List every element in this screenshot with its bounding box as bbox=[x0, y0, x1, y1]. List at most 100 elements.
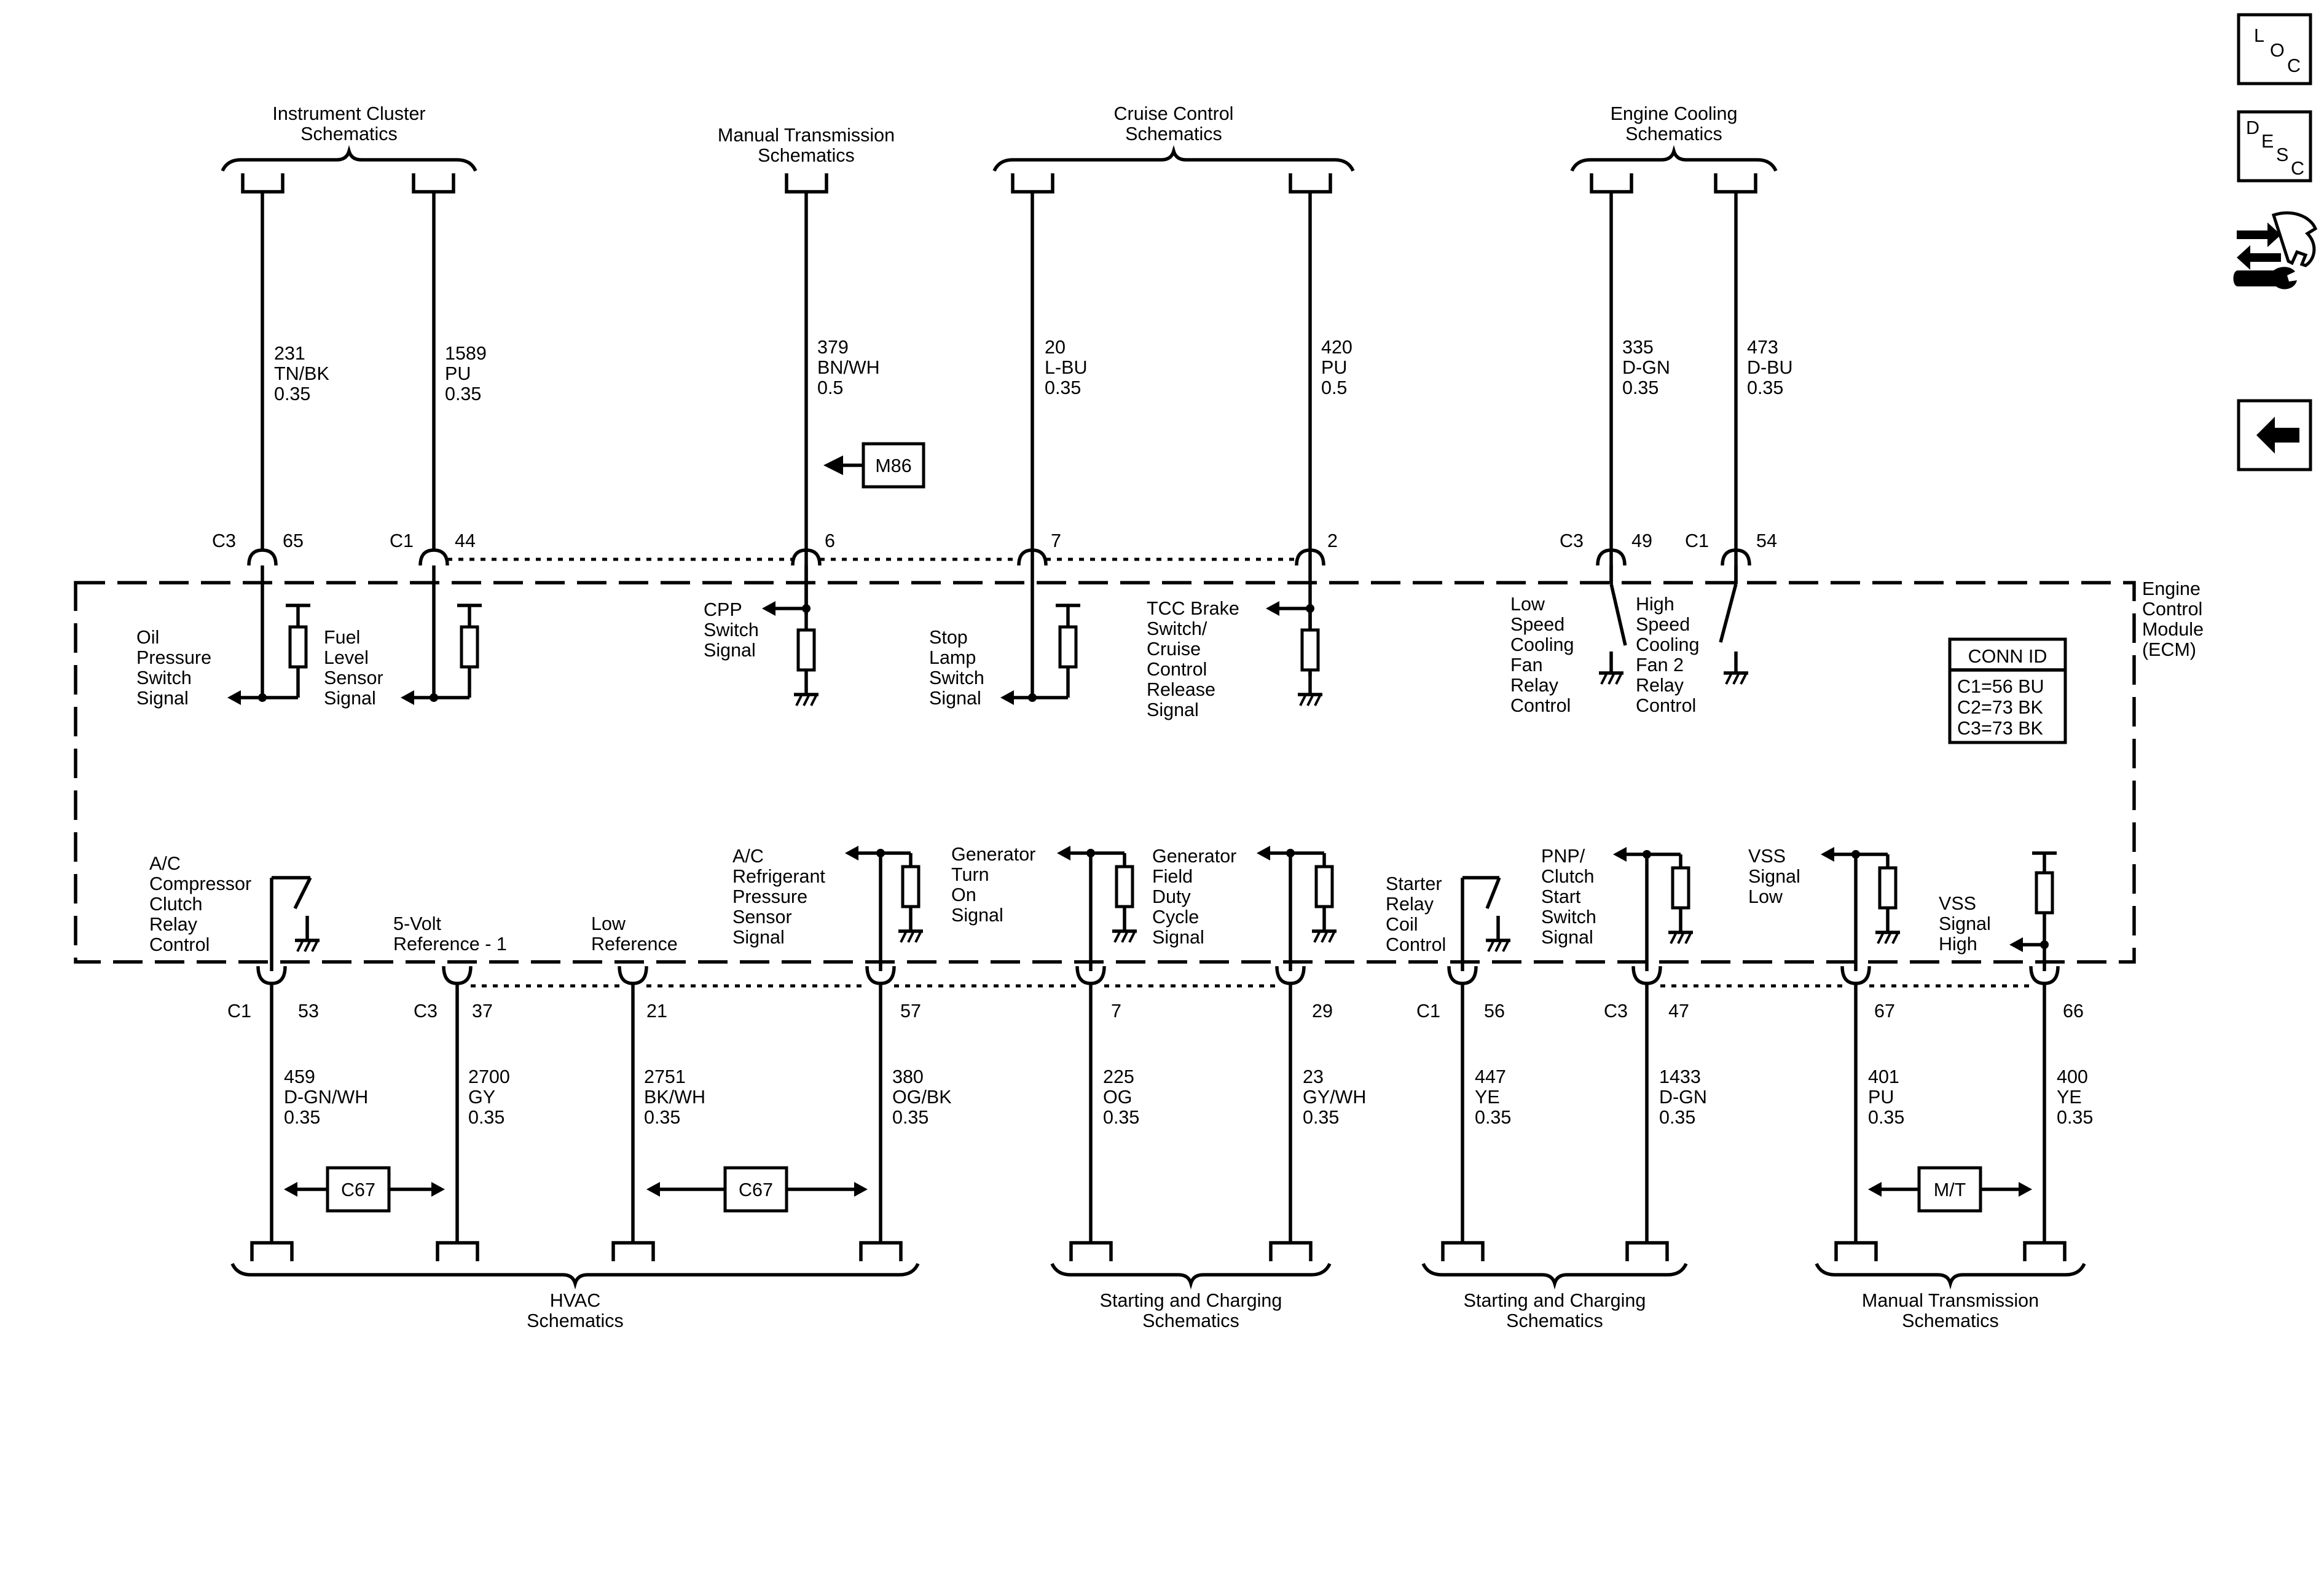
signal-label-line: Coil bbox=[1386, 914, 1418, 935]
signal-label-line: Control bbox=[149, 934, 210, 955]
signal-label-line: Level bbox=[324, 647, 369, 668]
desc-button[interactable]: D E S C bbox=[2237, 110, 2312, 183]
pin-number: 29 bbox=[1312, 1001, 1333, 1022]
circuit-number: 400 bbox=[2057, 1066, 2088, 1087]
conn-id-row: C3=73 BK bbox=[1957, 718, 2043, 739]
wire-gauge: 0.35 bbox=[1103, 1107, 1139, 1128]
loc-button[interactable]: L O C bbox=[2237, 13, 2312, 85]
conn-id-row: C1=56 BU bbox=[1957, 676, 2044, 697]
circuit-generator-field: Generator Field Duty Cycle Signal bbox=[1152, 846, 1337, 971]
signal-label-line: Low bbox=[1510, 594, 1545, 615]
pin-number: 66 bbox=[2063, 1001, 2084, 1022]
wire-label-1433: 1433 D-GN 0.35 bbox=[1659, 1066, 1707, 1128]
circuit-high-speed-fan: High Speed Cooling Fan 2 Relay Control bbox=[1636, 565, 1748, 716]
signal-label-line: Stop bbox=[929, 627, 968, 648]
signal-label-line: Pressure bbox=[136, 647, 211, 668]
wire-gauge: 0.35 bbox=[1747, 377, 1783, 398]
connector-id: C1 bbox=[227, 1001, 251, 1022]
option-box-m86[interactable]: M86 bbox=[823, 442, 925, 489]
bottom-group-line: Schematics bbox=[527, 1310, 624, 1331]
wire-label-23: 23 GY/WH 0.35 bbox=[1303, 1066, 1366, 1128]
signal-label-line: Low bbox=[591, 913, 626, 934]
bottom-group-manual-transmission[interactable]: Manual Transmission Schematics bbox=[1815, 1262, 2086, 1331]
bottom-group-line: Starting and Charging bbox=[1100, 1290, 1282, 1311]
top-group-engine-cooling[interactable]: Engine Cooling Schematics bbox=[1570, 103, 1778, 172]
wrench-arrows-icon[interactable] bbox=[2233, 211, 2318, 289]
circuit-number: 2700 bbox=[468, 1066, 510, 1087]
bottom-group-hvac[interactable]: HVAC Schematics bbox=[230, 1262, 920, 1331]
bottom-group-starting-charging-1[interactable]: Starting and Charging Schematics bbox=[1050, 1262, 1332, 1331]
signal-label-line: Switch bbox=[136, 667, 192, 688]
wire-color: BN/WH bbox=[817, 357, 880, 378]
circuit-tcc-brake: TCC Brake Switch/ Cruise Control Release… bbox=[1147, 598, 1322, 720]
signal-label-line: Generator bbox=[1152, 846, 1236, 867]
pin-number: 65 bbox=[283, 530, 304, 551]
top-group-instrument-cluster[interactable]: Instrument Cluster Schematics bbox=[221, 103, 477, 172]
circuit-ac-compressor-relay: A/C Compressor Clutch Relay Control bbox=[149, 853, 320, 971]
pin-number: 21 bbox=[646, 1001, 667, 1022]
wire-gauge: 0.35 bbox=[644, 1107, 680, 1128]
signal-label-line: Signal bbox=[1748, 866, 1800, 887]
signal-label-line: Starter bbox=[1386, 873, 1442, 894]
connector-id: C3 bbox=[414, 1001, 438, 1022]
signal-label-line: Cruise bbox=[1147, 639, 1201, 660]
circuit-number: 2751 bbox=[644, 1066, 686, 1087]
circuit-number: 473 bbox=[1747, 337, 1778, 358]
pin-number: 49 bbox=[1631, 530, 1652, 551]
signal-label-line: Lamp bbox=[929, 647, 976, 668]
circuit-ac-refrigerant-pressure: A/C Refrigerant Pressure Sensor Signal bbox=[732, 846, 923, 971]
signal-label-line: Signal bbox=[136, 688, 189, 709]
signal-label-line: Oil bbox=[136, 627, 159, 648]
top-group-cruise-control[interactable]: Cruise Control Schematics bbox=[992, 103, 1355, 172]
circuit-vss-low: VSS Signal Low bbox=[1748, 846, 1900, 971]
signal-label-line: Signal bbox=[732, 927, 785, 948]
desc-letter-s: S bbox=[2276, 144, 2288, 165]
option-box-mt[interactable]: M/T bbox=[1868, 1166, 2032, 1213]
top-group-manual-transmission[interactable]: Manual Transmission Schematics bbox=[718, 125, 895, 166]
signal-label-line: High bbox=[1636, 594, 1674, 615]
signal-label-line: Control bbox=[1147, 659, 1207, 680]
signal-label-line: Signal bbox=[324, 688, 376, 709]
signal-label-line: Relay bbox=[149, 914, 198, 935]
bottom-group-line: Schematics bbox=[1506, 1310, 1603, 1331]
bottom-group-starting-charging-2[interactable]: Starting and Charging Schematics bbox=[1421, 1262, 1688, 1331]
signal-label-line: CPP bbox=[704, 599, 742, 620]
circuit-number: 1433 bbox=[1659, 1066, 1701, 1087]
signal-label-line: Relay bbox=[1386, 894, 1434, 915]
option-box-c67-b[interactable]: C67 bbox=[646, 1166, 868, 1213]
wire-gauge: 0.35 bbox=[284, 1107, 320, 1128]
circuit-stop-lamp: Stop Lamp Switch Signal bbox=[929, 604, 1080, 709]
conn-id-table: CONN ID C1=56 BU C2=73 BK C3=73 BK bbox=[1948, 637, 2067, 744]
top-wires bbox=[261, 192, 1738, 698]
circuit-number: 459 bbox=[284, 1066, 315, 1087]
wire-color: GY/WH bbox=[1303, 1087, 1366, 1108]
top-group-line: Instrument Cluster bbox=[272, 103, 425, 124]
pin-number: 67 bbox=[1874, 1001, 1895, 1022]
signal-label-line: 5-Volt bbox=[393, 913, 442, 934]
circuit-number: 420 bbox=[1321, 337, 1352, 358]
back-button[interactable] bbox=[2237, 399, 2312, 471]
wire-color: D-BU bbox=[1747, 357, 1793, 378]
option-label: M/T bbox=[1934, 1179, 1966, 1200]
wire-label-379: 379 BN/WH 0.5 bbox=[817, 337, 880, 398]
wire-label-380: 380 OG/BK 0.35 bbox=[892, 1066, 952, 1128]
signal-label-line: Relay bbox=[1636, 675, 1684, 696]
top-group-line: Schematics bbox=[1125, 124, 1222, 144]
pin-number: 53 bbox=[298, 1001, 319, 1022]
wire-color: YE bbox=[2057, 1087, 2082, 1108]
signal-label-line: A/C bbox=[149, 853, 181, 874]
signal-label-line: Refrigerant bbox=[732, 866, 825, 887]
pin-number: 56 bbox=[1484, 1001, 1505, 1022]
circuit-fuel-level: Fuel Level Sensor Signal bbox=[324, 565, 482, 709]
top-group-line: Schematics bbox=[300, 124, 398, 144]
ecm-label-line: (ECM) bbox=[2142, 639, 2196, 660]
option-box-c67-a[interactable]: C67 bbox=[284, 1166, 445, 1213]
signal-label-line: Switch bbox=[929, 667, 984, 688]
conn-id-title: CONN ID bbox=[1968, 646, 2047, 667]
connector-id: C3 bbox=[212, 530, 236, 551]
option-label: M86 bbox=[875, 455, 911, 476]
signal-label-line: Field bbox=[1152, 866, 1193, 887]
ecm-label-line: Module bbox=[2142, 619, 2204, 640]
signal-label-line: Fan 2 bbox=[1636, 655, 1684, 675]
